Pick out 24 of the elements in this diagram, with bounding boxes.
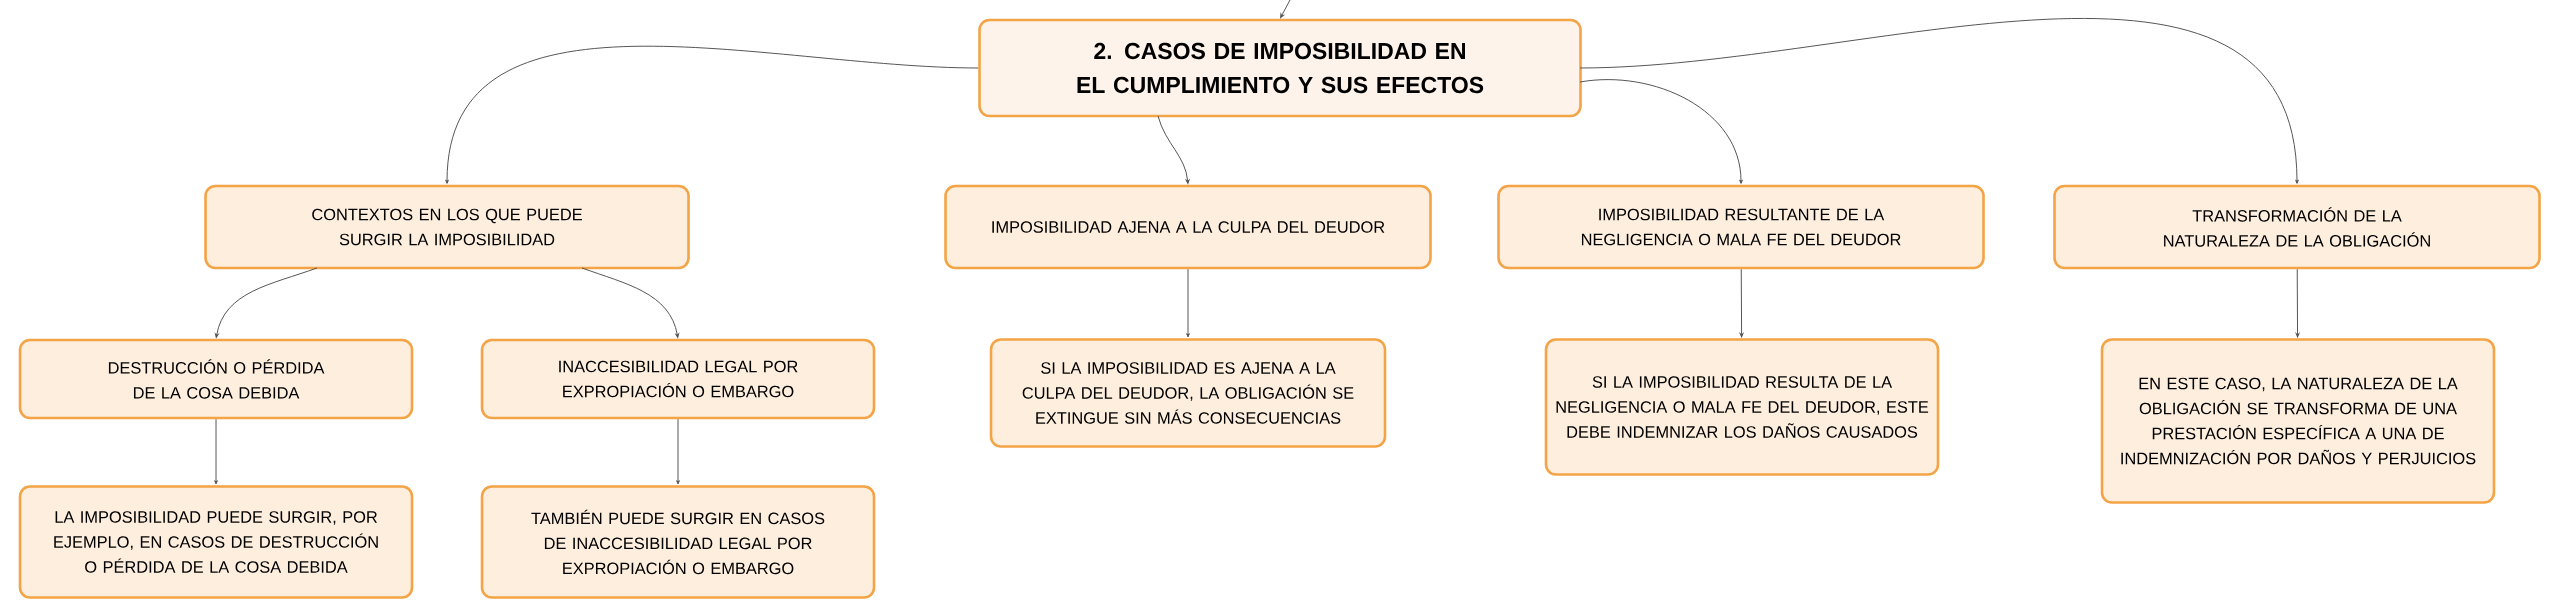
- topic-box: IMPOSIBILIDAD RESULTANTE DE LA NEGLIGENCIA O MALA FE DEL DEUDOR: [1497, 184, 1985, 270]
- title-box: 2. CASOS DE IMPOSIBILIDAD EN EL CUMPLIMIENTO Y SUS EFECTOS: [978, 18, 1582, 118]
- topic-box: LA IMPOSIBILIDAD PUEDE SURGIR, POR EJEMPLO, EN CASOS DE DESTRUCCIÓN O PÉRDIDA DE LA COSA DEBIDA: [18, 485, 414, 599]
- topic-box: TAMBIÉN PUEDE SURGIR EN CASOS DE INACCESIBILIDAD LEGAL POR EXPROPIACIÓN O EMBARGO: [480, 485, 876, 599]
- topic-box: CONTEXTOS EN LOS QUE PUEDE SURGIR LA IMPOSIBILIDAD: [204, 184, 690, 270]
- topic-box: SI LA IMPOSIBILIDAD ES AJENA A LA CULPA DEL DEUDOR, LA OBLIGACIÓN SE EXTINGUE SIN MÁS CONSECUENCIAS: [989, 338, 1387, 448]
- arrow: [1579, 18, 2299, 184]
- arrow: [581, 267, 680, 338]
- topic-box: INACCESIBILIDAD LEGAL POR EXPROPIACIÓN O EMBARGO: [480, 338, 876, 420]
- topic-box: TRANSFORMACIÓN DE LA NATURALEZA DE LA OBLIGACIÓN: [2053, 184, 2541, 270]
- arrow: [2295, 268, 2300, 338]
- topic-box: IMPOSIBILIDAD AJENA A LA CULPA DEL DEUDOR: [944, 184, 1432, 270]
- arrow: [1579, 79, 1743, 184]
- arrow: [1186, 268, 1190, 338]
- arrow: [214, 418, 218, 485]
- topic-box: EN ESTE CASO, LA NATURALEZA DE LA OBLIGACIÓN SE TRANSFORMA DE UNA PRESTACIÓN ESPECÍFICA A UNA DE INDEMNIZACIÓN POR DAÑOS Y PERJUICIOS: [2100, 338, 2496, 504]
- arrow: [214, 267, 318, 338]
- arrow: [676, 418, 680, 485]
- arrow: [445, 45, 979, 184]
- arrow: [1280, 0, 1291, 19]
- arrow: [1157, 115, 1190, 184]
- arrow: [1739, 268, 1744, 338]
- topic-box: DESTRUCCIÓN O PÉRDIDA DE LA COSA DEBIDA: [18, 338, 414, 420]
- topic-box: SI LA IMPOSIBILIDAD RESULTA DE LA NEGLIGENCIA O MALA FE DEL DEUDOR, ESTE DEBE INDEMNIZAR LOS DAÑOS CAUSADOS: [1544, 338, 1940, 476]
